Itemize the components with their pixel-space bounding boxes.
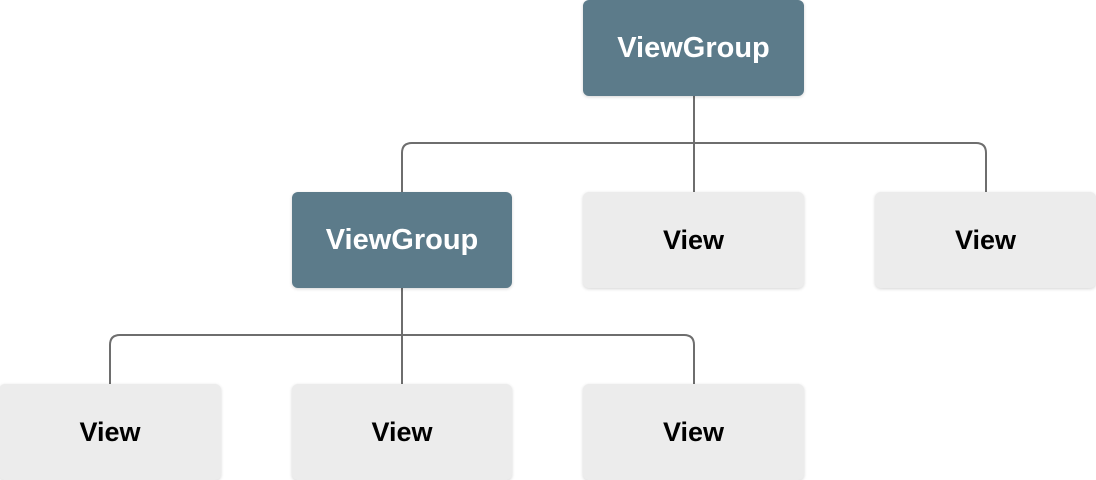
node-view-level1-a[interactable]: View [583, 192, 804, 288]
edge-group-root-children [401, 96, 987, 192]
node-root-viewgroup[interactable]: ViewGroup [583, 0, 804, 96]
node-view-level2-c[interactable]: View [583, 384, 804, 480]
node-label: View [662, 224, 725, 255]
node-label: ViewGroup [617, 31, 770, 64]
edge-root-to-view2 [694, 142, 987, 192]
node-view-level2-b[interactable]: View [292, 384, 512, 480]
node-label: View [371, 416, 433, 447]
node-viewgroup-child[interactable]: ViewGroup [292, 192, 512, 288]
node-label: View [954, 224, 1017, 255]
node-view-level2-a[interactable]: View [0, 384, 221, 480]
node-view-level1-b[interactable]: View [875, 192, 1096, 288]
node-label: View [79, 416, 141, 447]
edge-viewgroup2-to-view3 [109, 334, 402, 384]
edge-viewgroup2-to-view5 [402, 334, 695, 384]
node-label: ViewGroup [325, 223, 479, 256]
node-label: View [662, 416, 725, 447]
edge-group-viewgroup2-children [109, 288, 695, 384]
edge-root-to-viewgroup2 [401, 142, 694, 192]
